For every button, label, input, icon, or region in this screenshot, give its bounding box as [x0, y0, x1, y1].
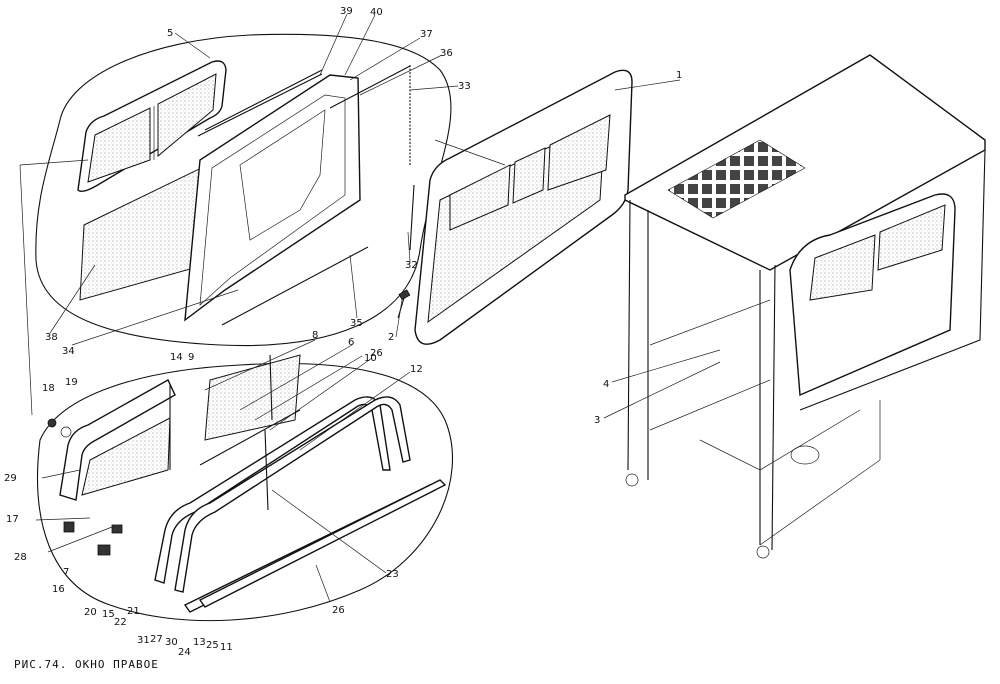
sliding-window-part-5 — [77, 60, 227, 193]
callout: 34 — [62, 346, 75, 357]
callout: 30 — [165, 637, 178, 648]
callout: 4 — [603, 379, 609, 390]
callout: 1 — [676, 70, 682, 81]
callout: 7 — [63, 567, 69, 578]
callout: 23 — [386, 569, 399, 580]
callout: 29 — [4, 473, 17, 484]
callout: 20 — [84, 607, 97, 618]
callout: 6 — [348, 337, 354, 348]
callout: 32 — [405, 260, 418, 271]
seal-frames-parts-34-39-40 — [184, 69, 369, 326]
leader-upper-left — [19, 159, 89, 166]
callout: 16 — [52, 584, 65, 595]
callout: 37 — [420, 29, 433, 40]
callout: 36 — [440, 48, 453, 59]
figure-caption: РИС.74. ОКНО ПРАВОЕ — [14, 658, 159, 671]
callout: 25 — [206, 640, 219, 651]
callout: 2 — [388, 332, 394, 343]
callout: 26 — [332, 605, 345, 616]
callout: 38 — [45, 332, 58, 343]
callout: 33 — [458, 81, 471, 92]
callout: 26 — [370, 348, 383, 359]
callout: 9 — [188, 352, 194, 363]
cab-assembly — [624, 54, 986, 559]
callout: 12 — [410, 364, 423, 375]
lower-group-outline — [37, 362, 453, 622]
leader-arrow-left — [19, 164, 33, 416]
callout: 18 — [42, 383, 55, 394]
callout: 22 — [114, 617, 127, 628]
callout: 21 — [127, 606, 140, 617]
callout: 24 — [178, 647, 191, 658]
arrow-to-part-1 — [434, 139, 506, 166]
callout: 19 — [65, 377, 78, 388]
callout: 17 — [6, 514, 19, 525]
callout: 13 — [193, 637, 206, 648]
callout: 8 — [312, 330, 318, 341]
leader-lines — [35, 13, 721, 603]
callout: 31 — [137, 635, 150, 646]
callout: 40 — [370, 7, 383, 18]
callout: 27 — [150, 634, 163, 645]
callout: 15 — [102, 609, 115, 620]
callout: 28 — [14, 552, 27, 563]
seal-strips-parts-32-33-36 — [329, 65, 415, 251]
callout: 35 — [350, 318, 363, 329]
callout: 11 — [220, 642, 233, 653]
callout: 5 — [167, 28, 173, 39]
lower-frame-parts — [47, 354, 447, 613]
window-assembly-part-1 — [414, 69, 633, 345]
callout-labels: 1 2 3 4 5 6 7 8 9 10 11 12 13 14 15 16 1… — [4, 6, 682, 658]
callout: 14 — [170, 352, 183, 363]
upper-group-outline — [35, 33, 452, 347]
callout: 10 — [364, 353, 377, 364]
callout: 39 — [340, 6, 353, 17]
callout: 3 — [594, 415, 600, 426]
